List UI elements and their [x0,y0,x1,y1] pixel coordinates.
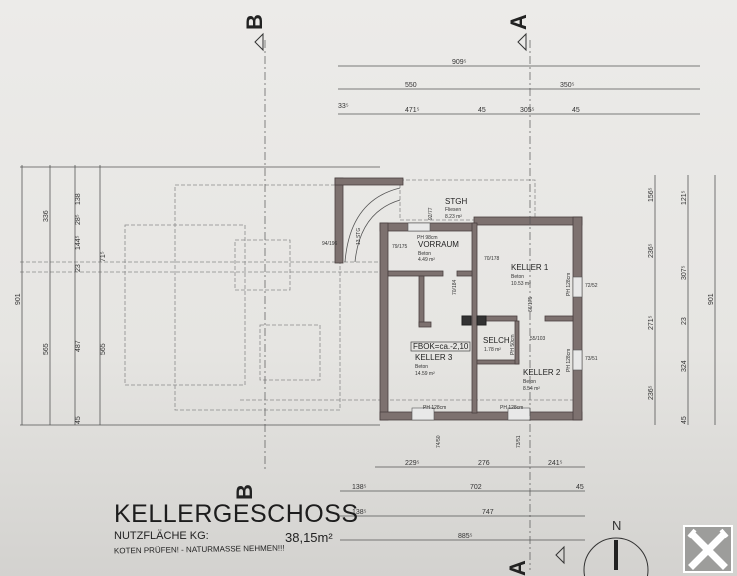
room-area: 1.78 m² [484,347,501,353]
section-marker-a-top: A [506,14,531,30]
ghost-outline [20,179,580,411]
dim-value: 901 [708,293,715,305]
door-dimension: 94/196 [322,241,338,247]
section-marker-b-top: B [242,14,267,30]
room-floor: Beton [523,379,536,385]
section-marker-b-bottom: B [232,484,257,500]
room-floor: Beton [511,274,524,280]
window-dimension: 73/51 [516,435,522,448]
usable-area-label: NUTZFLÄCHE KG: [114,530,209,542]
floor-level-label: FBOK=ca.-2,10 [413,342,469,351]
dim-value: 276 [478,460,490,467]
dim-value: 565 [43,343,50,355]
dim-value: 901 [15,293,22,305]
dim-value: 121⁵ [681,190,688,205]
right-dimension-values: 156⁵ 121⁵ 236⁵ 307⁵ 271⁵ 23 324 236⁵ 45 … [648,187,715,424]
dim-value: 324 [681,360,688,372]
dim-value: 45 [75,416,82,424]
dim-value: 138⁵ [352,509,367,516]
height-label: PH 128cm [566,273,572,296]
section-marker-a-bottom: A [505,560,530,576]
dim-value: 909⁵ [452,59,467,66]
dim-value: 307⁵ [681,265,688,280]
room-name: VORRAUM [418,240,459,249]
usable-area-value: 38,15m² [285,530,333,545]
dim-value: 45 [576,484,584,491]
room-name: KELLER 2 [523,368,561,377]
dim-value: 747 [482,509,494,516]
dim-value: 305⁵ [520,107,535,114]
dimension-lines [20,65,716,541]
dim-value: 138 [75,193,82,205]
top-dimension-values: 909⁵ 550 350⁵ 33⁵ 471⁵ 45 305⁵ 45 [338,59,580,114]
dim-value: 28⁵ [75,214,82,225]
dim-value: 702 [470,484,482,491]
dim-value: 23 [681,317,688,325]
left-dimension-values: 138 336 28⁵ 144⁵ 23 71⁵ 901 565 487 565 … [15,193,107,424]
dim-value: 336 [43,210,50,222]
logo-cross-icon [687,528,729,570]
room-name: SELCH [483,336,510,345]
window-dimension: 73/51 [585,356,598,362]
room-area: 8.54 m² [523,386,540,392]
room-area: 4.49 m² [418,257,435,263]
height-label: PH 50cm [510,334,516,355]
stairwell: 13 STG 94/196 [322,177,404,264]
room-floor: Beton [418,251,431,257]
dim-value: 236⁵ [648,243,655,258]
dim-value: 138⁵ [352,484,367,491]
room-floor: Fliesen [445,207,461,213]
dim-value: 33⁵ [338,103,349,110]
section-markers: B A B A [232,14,565,576]
door-dimension: 79/175 [392,244,408,250]
dim-value: 45 [572,107,580,114]
height-label: PH 128cm [500,405,523,411]
north-arrow-icon: N [583,518,649,576]
dim-value: 45 [478,107,486,114]
window-dimension: 74/50 [436,435,442,448]
room-area: 8.23 m² [445,214,462,220]
dim-value: 241⁵ [548,460,563,467]
height-label: PH 128cm [423,405,446,411]
dim-value: 550 [405,82,417,89]
dim-value: 156⁵ [648,187,655,202]
bottom-dimension-values: 229⁵ 276 241⁵ 138⁵ 702 45 138⁵ 747 885⁵ [352,460,584,540]
room-floor: Beton [415,364,428,370]
dim-value: 271⁵ [648,315,655,330]
raiffeisen-logo [683,525,733,573]
door-dimension: 55/103 [530,336,546,342]
room-area: 10.53 m² [511,281,531,287]
dim-value: 229⁵ [405,460,420,467]
height-label: PH 128cm [566,349,572,372]
room-area: 14.59 m² [415,371,435,377]
north-label: N [612,518,621,533]
dim-value: 144⁵ [75,235,82,250]
window-dimension: 72/52 [585,283,598,289]
dim-value: 236⁵ [648,385,655,400]
dim-value: 565 [100,343,107,355]
window-dimension: 92/77 [428,207,434,220]
height-label: PH 98cm [417,235,438,241]
door-dimension: 66/175 [528,296,534,312]
dim-value: 45 [681,416,688,424]
dim-value: 471⁵ [405,107,420,114]
dim-value: 23 [75,264,82,272]
plan-title: KELLERGESCHOSS [114,500,359,528]
room-name: KELLER 3 [415,353,453,362]
dim-value: 350⁵ [560,82,575,89]
walls [379,216,583,421]
dim-value: 885⁵ [458,533,473,540]
dim-value: 71⁵ [100,251,107,262]
door-dimension: 70/184 [452,279,458,295]
door-dimension: 70/178 [484,256,500,262]
annotations: FBOK=ca.-2,10 PH 98cm PH 128cm PH 128cm … [392,207,598,448]
stairs-label: 13 STG [356,228,362,245]
dim-value: 487 [75,340,82,352]
room-name: STGH [445,197,467,206]
